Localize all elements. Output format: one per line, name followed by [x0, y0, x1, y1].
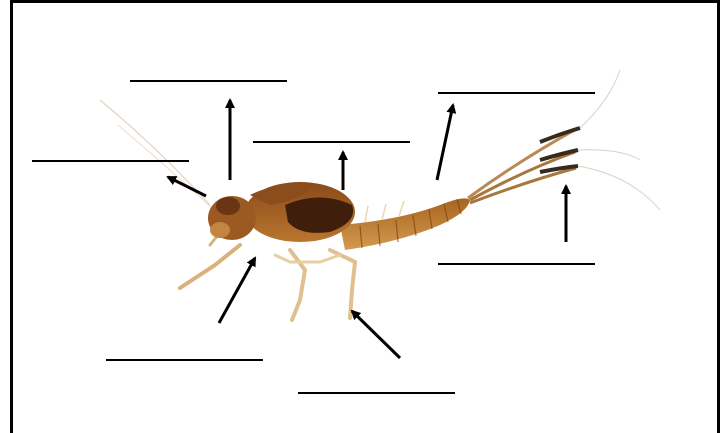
page-border [12, 2, 719, 433]
cercus [468, 128, 578, 198]
mayfly-nymph [100, 70, 660, 320]
front-leg [180, 245, 240, 288]
compound-eye [216, 197, 240, 215]
abdomen [340, 198, 470, 250]
hind-leg [330, 250, 355, 318]
arrow-abdomen [437, 105, 453, 180]
arrow-front-leg [219, 258, 255, 323]
arrow-hind-leg [352, 311, 400, 358]
antenna [118, 125, 212, 208]
